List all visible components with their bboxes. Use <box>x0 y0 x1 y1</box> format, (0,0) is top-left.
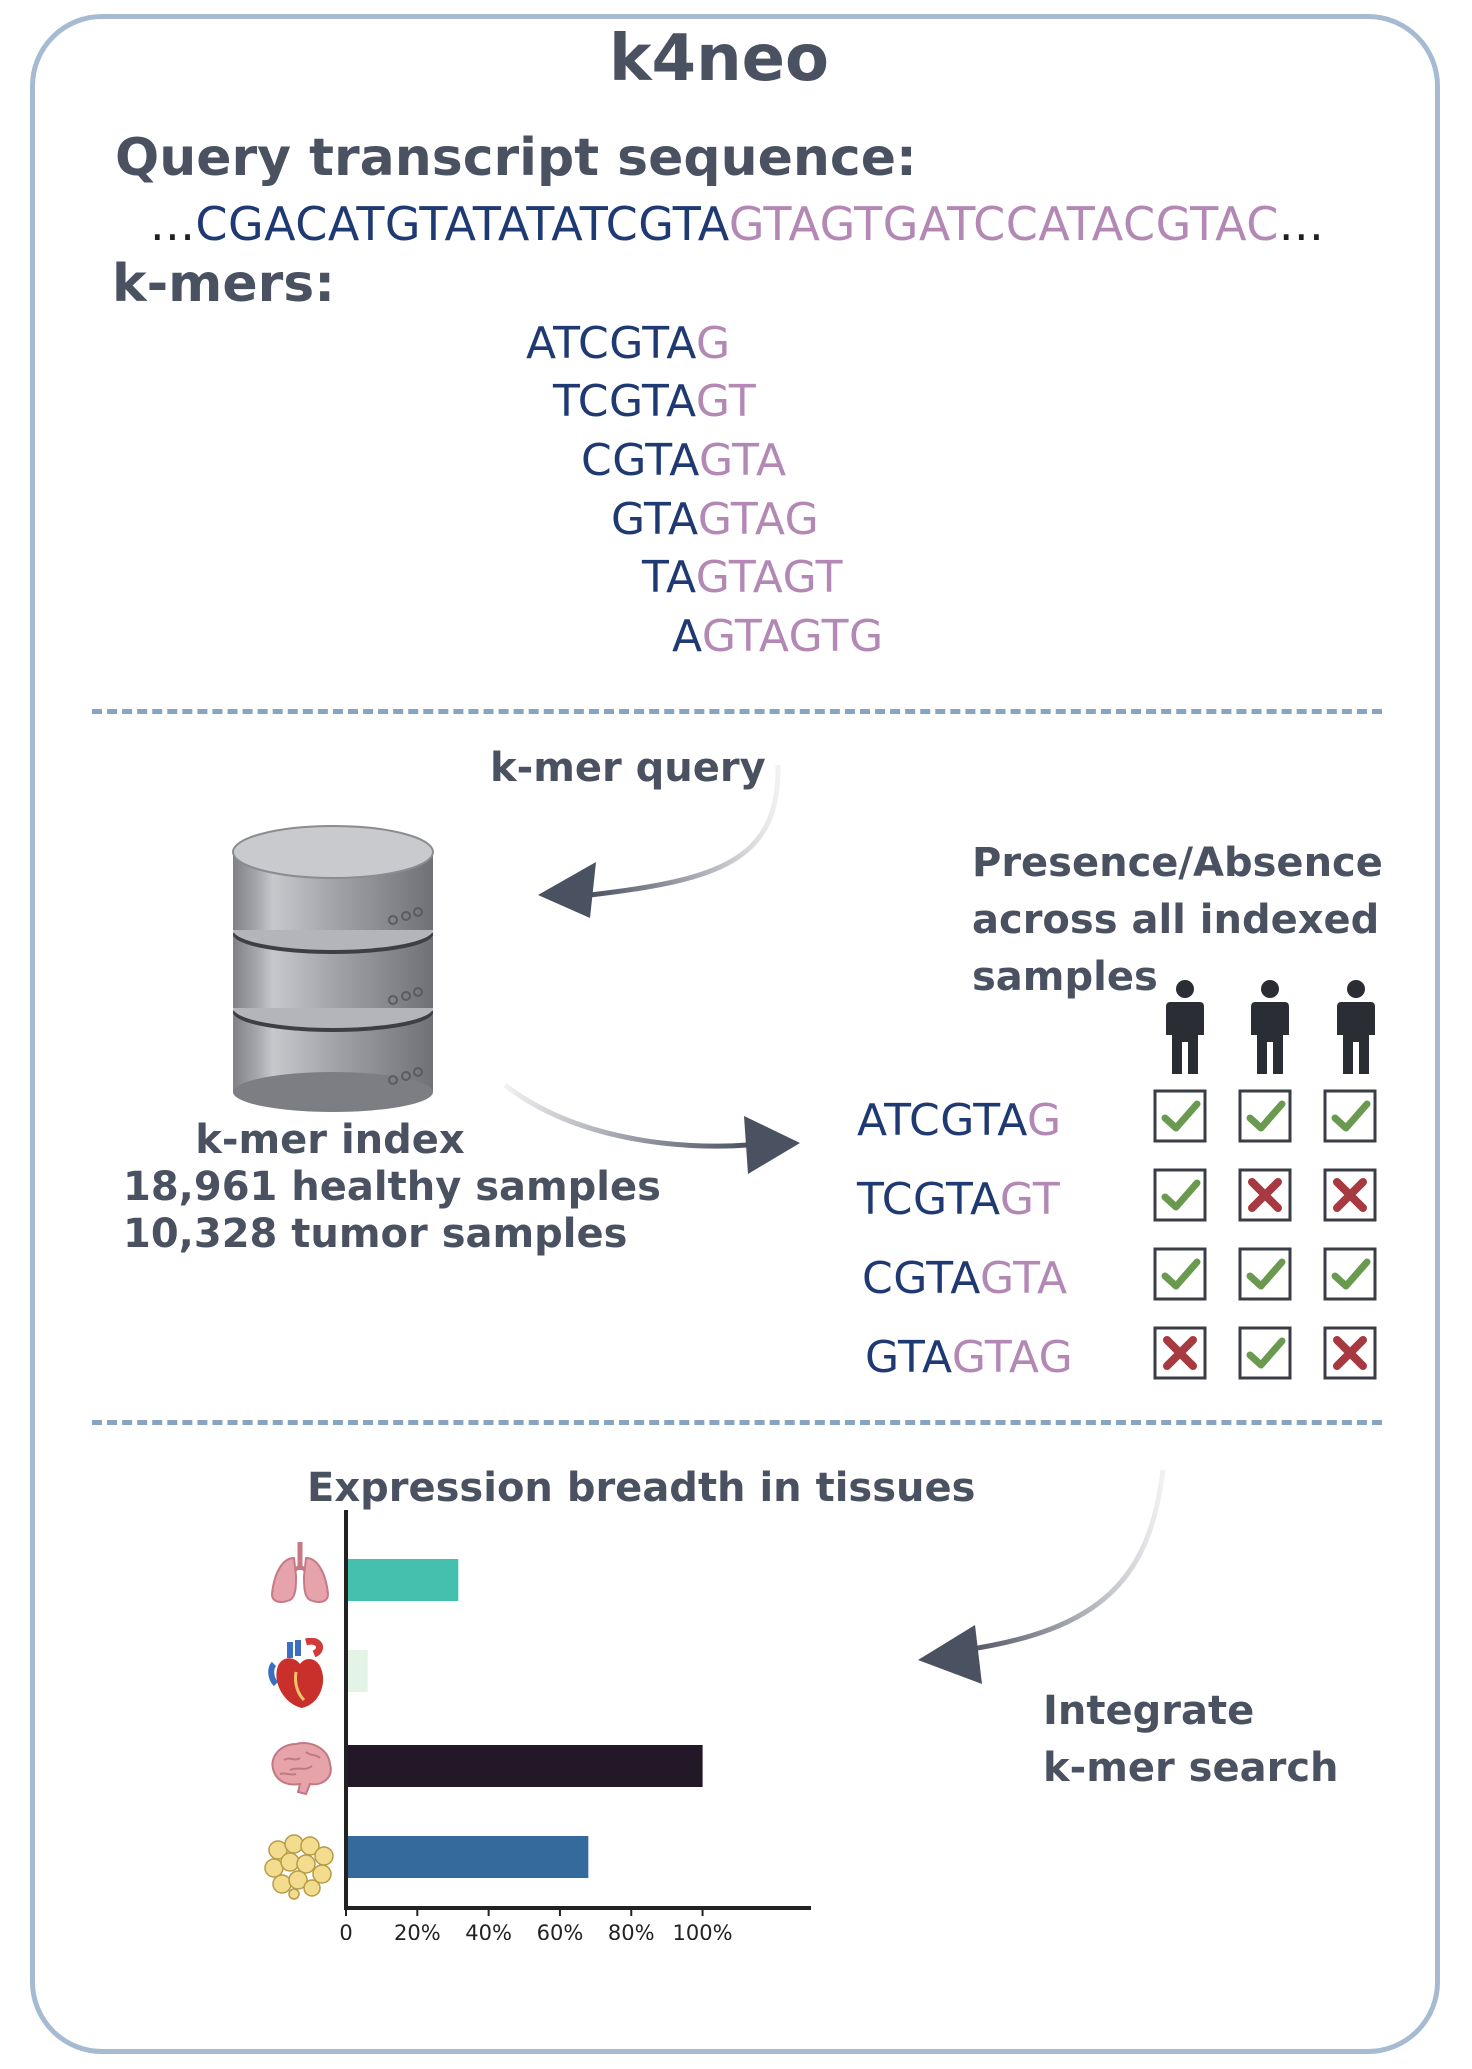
adipose-icon <box>264 1834 334 1900</box>
kmer-blue: TA <box>642 552 696 603</box>
kmer-blue: TCGTA <box>553 376 696 427</box>
presence-kmer: GTAGTAG <box>865 1332 1073 1383</box>
kmer-blue: TCGTA <box>857 1174 1000 1225</box>
kmer-pink: GTAGT <box>695 552 844 603</box>
kmer-item: ATCGTAG <box>526 318 731 369</box>
kmer-item: TCGTAGT <box>553 376 756 427</box>
cross-icon <box>1323 1168 1377 1222</box>
kmers-label: k-mers: <box>112 254 336 314</box>
check-icon <box>1323 1089 1377 1143</box>
x-tick-label: 0 <box>339 1921 352 1940</box>
section-divider <box>92 709 1382 714</box>
kmer-query-label: k-mer query <box>490 745 766 791</box>
cross-icon <box>1238 1168 1292 1222</box>
kmer-pink: GT <box>695 376 757 427</box>
kmer-blue: GTA <box>865 1332 952 1383</box>
sequence-suffix: ... <box>1278 197 1325 251</box>
x-tick-label: 80% <box>608 1921 655 1940</box>
disk-leds <box>388 907 423 1085</box>
x-tick-label: 40% <box>465 1921 512 1940</box>
kmer-blue: CGTA <box>581 435 700 486</box>
sequence-blue: CGACATGTATATATCGTA <box>195 197 729 251</box>
tissue-icons <box>264 1540 338 1920</box>
index-name: k-mer index <box>195 1117 465 1163</box>
brain-icon <box>271 1742 332 1796</box>
presence-kmer: ATCGTAG <box>857 1095 1062 1146</box>
chart-title: Expression breadth in tissues <box>307 1465 976 1511</box>
kmer-pink: GTAG <box>697 494 820 545</box>
presence-kmer: TCGTAGT <box>857 1174 1060 1225</box>
kmer-pink: GTA <box>699 435 787 486</box>
person-icon <box>1166 980 1204 1074</box>
kmer-pink: GT <box>999 1174 1061 1225</box>
kmer-pink: GTA <box>980 1253 1068 1304</box>
database-icon <box>232 825 434 1112</box>
section-divider <box>92 1420 1382 1425</box>
kmer-pink: GTAG <box>951 1332 1074 1383</box>
check-icon <box>1153 1089 1207 1143</box>
lung-icon <box>270 1542 330 1603</box>
kmer-pink: GTAGTG <box>701 611 884 662</box>
index-to-presence-arrow <box>503 1083 800 1174</box>
x-tick-label: 60% <box>537 1921 584 1940</box>
kmer-blue: ATCGTA <box>526 318 697 369</box>
kmer-item: CGTAGTA <box>581 435 787 486</box>
person-icon <box>1337 980 1375 1074</box>
sequence-pink: GTAGTGATCCATACGTAC <box>728 197 1279 251</box>
x-tick-label: 20% <box>394 1921 441 1940</box>
page-title: k4neo <box>608 22 830 96</box>
check-icon <box>1238 1247 1292 1301</box>
integrate-line2: k-mer search <box>1043 1745 1339 1791</box>
integrate-arrow <box>918 1469 1166 1684</box>
bar <box>348 1650 368 1692</box>
expression-chart: 020%40%60%80%100%sample rate <box>339 1510 811 1940</box>
check-icon <box>1153 1168 1207 1222</box>
kmer-item: TAGTAGT <box>642 552 843 603</box>
query-sequence: ...CGACATGTATATATCGTAGTAGTGATCCATACGTAC.… <box>150 197 1324 251</box>
presence-grid <box>1153 1089 1377 1380</box>
bar <box>348 1836 589 1878</box>
kmer-blue: A <box>672 611 702 662</box>
query-arrow <box>538 764 781 918</box>
disk-top <box>232 825 434 930</box>
kmer-blue: GTA <box>611 494 698 545</box>
index-tumor-count: 10,328 tumor samples <box>123 1211 628 1257</box>
integrate-line1: Integrate <box>1043 1688 1255 1734</box>
kmer-pink: G <box>1027 1095 1062 1146</box>
presence-title-line1: Presence/Absence <box>972 840 1383 886</box>
check-icon <box>1238 1089 1292 1143</box>
kmer-blue: CGTA <box>862 1253 981 1304</box>
presence-title-line2: across all indexed <box>972 897 1380 943</box>
kmer-item: AGTAGTG <box>672 611 884 662</box>
x-tick-label: 100% <box>673 1921 733 1940</box>
cross-icon <box>1153 1326 1207 1380</box>
kmer-pink: G <box>696 318 731 369</box>
presence-title-line3: samples <box>972 954 1158 1000</box>
sequence-prefix: ... <box>150 197 196 251</box>
query-label: Query transcript sequence: <box>115 128 917 188</box>
kmer-item: GTAGTAG <box>611 494 819 545</box>
presence-kmer: CGTAGTA <box>862 1253 1068 1304</box>
diagram-frame <box>30 14 1440 2054</box>
kmer-blue: ATCGTA <box>857 1095 1028 1146</box>
person-icon <box>1251 980 1289 1074</box>
index-healthy-count: 18,961 healthy samples <box>123 1164 661 1210</box>
bar <box>348 1559 459 1601</box>
bar <box>348 1745 703 1787</box>
check-icon <box>1323 1247 1377 1301</box>
cross-icon <box>1323 1326 1377 1380</box>
check-icon <box>1153 1247 1207 1301</box>
heart-icon <box>268 1638 324 1708</box>
check-icon <box>1238 1326 1292 1380</box>
